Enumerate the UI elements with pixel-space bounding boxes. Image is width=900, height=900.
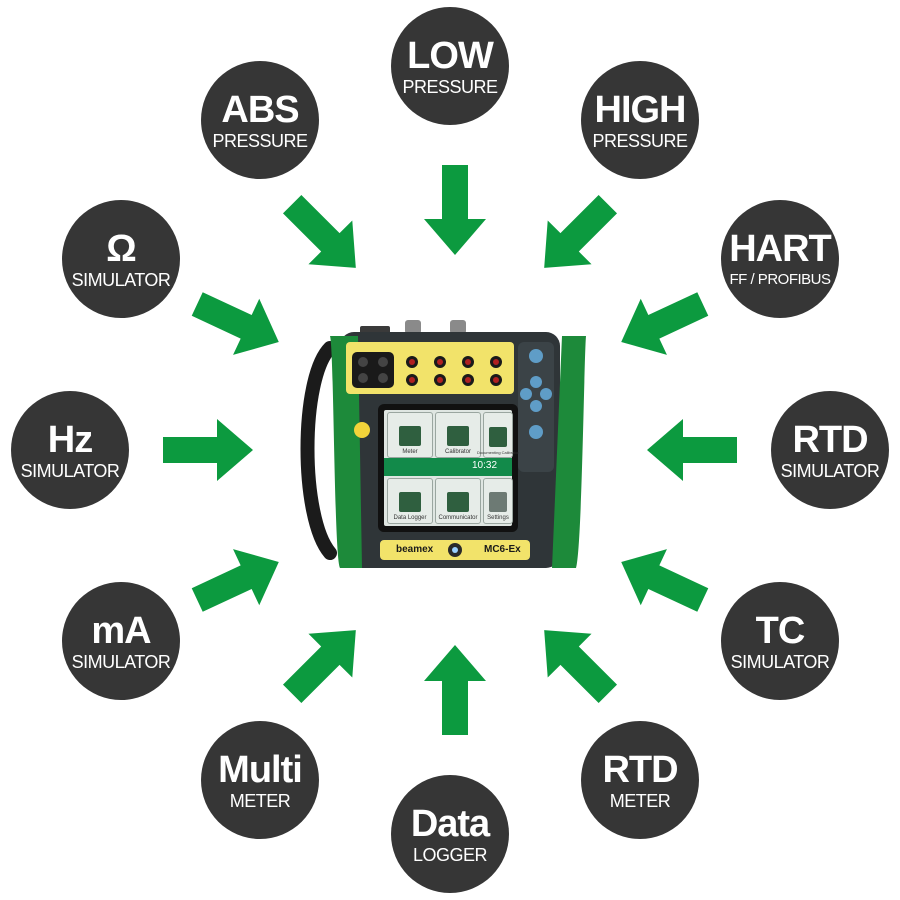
node-high-pressure: HIGH PRESSURE (581, 61, 699, 179)
node-title: Ω (106, 228, 136, 270)
arrow-abs-pressure (270, 182, 377, 289)
node-subtitle: LOGGER (412, 845, 488, 865)
node-title: mA (91, 610, 151, 652)
node-subtitle: SIMULATOR (780, 461, 880, 481)
node-title: Multi (218, 749, 303, 791)
data-logger-icon (399, 492, 421, 512)
node-hart: HART FF / PROFIBUS (721, 200, 839, 318)
node-title: HART (729, 228, 832, 270)
screen-tile-settings[interactable]: Settings (483, 478, 513, 524)
node-abs-pressure: ABS PRESSURE (201, 61, 319, 179)
arrow-data-logger (424, 645, 486, 735)
tile-label: Data Logger (393, 515, 427, 521)
node-ma-simulator: mA SIMULATOR (62, 582, 180, 700)
calibrator-icon (447, 426, 469, 446)
node-title: LOW (407, 35, 494, 77)
calibrator-device: Meter Calibrator Documenting Calibrator … (300, 318, 590, 578)
node-title: ABS (221, 89, 299, 131)
brand-logo: beamex (396, 544, 434, 555)
screen-tile-documenting-calibrator[interactable]: Documenting Calibrator (477, 412, 519, 458)
node-subtitle: METER (609, 791, 671, 811)
arrow-tc-simulator (608, 534, 716, 628)
tile-label: Meter (402, 449, 418, 455)
node-data-logger: Data LOGGER (391, 775, 509, 893)
node-multi-meter: Multi METER (201, 721, 319, 839)
arrow-hz-simulator (163, 419, 253, 481)
node-title: RTD (792, 419, 868, 461)
node-title: Data (410, 803, 490, 845)
node-subtitle: SIMULATOR (71, 652, 171, 672)
communicator-icon (447, 492, 469, 512)
arrow-rtd-simulator (647, 419, 737, 481)
node-subtitle: SIMULATOR (20, 461, 120, 481)
node-title: RTD (602, 749, 678, 791)
node-low-pressure: LOW PRESSURE (391, 7, 509, 125)
screen-tile-communicator[interactable]: Communicator (435, 478, 481, 524)
meter-icon (399, 426, 421, 446)
model-label: MC6-Ex (484, 544, 521, 555)
screen-tile-calibrator[interactable]: Calibrator (435, 412, 481, 458)
node-rtd-meter: RTD METER (581, 721, 699, 839)
tile-label: Documenting Calibrator (476, 450, 520, 455)
tile-label: Calibrator (444, 449, 471, 455)
arrow-low-pressure (424, 165, 486, 255)
node-title: Hz (47, 419, 93, 461)
node-ohm-simulator: Ω SIMULATOR (62, 200, 180, 318)
arrow-high-pressure (522, 182, 629, 289)
node-subtitle: METER (229, 791, 291, 811)
documenting-calibrator-icon (489, 427, 507, 447)
node-title: HIGH (594, 89, 687, 131)
screen-clock: 10:32 (472, 460, 498, 471)
node-tc-simulator: TC SIMULATOR (721, 582, 839, 700)
node-subtitle: PRESSURE (592, 131, 688, 151)
tile-label: Communicator (438, 515, 478, 521)
node-title: TC (755, 610, 806, 652)
arrow-ohm-simulator (184, 276, 292, 370)
screen-tile-meter[interactable]: Meter (387, 412, 433, 458)
arrow-ma-simulator (184, 534, 292, 628)
settings-icon (489, 492, 507, 512)
node-subtitle: SIMULATOR (71, 270, 171, 290)
screen-tile-data-logger[interactable]: Data Logger (387, 478, 433, 524)
arrow-hart (608, 276, 716, 370)
tile-label: Settings (487, 515, 509, 521)
arrow-rtd-meter (522, 608, 629, 715)
node-subtitle: SIMULATOR (730, 652, 830, 672)
arrow-multi-meter (270, 608, 377, 715)
node-hz-simulator: Hz SIMULATOR (11, 391, 129, 509)
node-subtitle: PRESSURE (212, 131, 308, 151)
node-rtd-simulator: RTD SIMULATOR (771, 391, 889, 509)
node-subtitle: PRESSURE (402, 77, 498, 97)
node-subtitle: FF / PROFIBUS (729, 271, 831, 288)
